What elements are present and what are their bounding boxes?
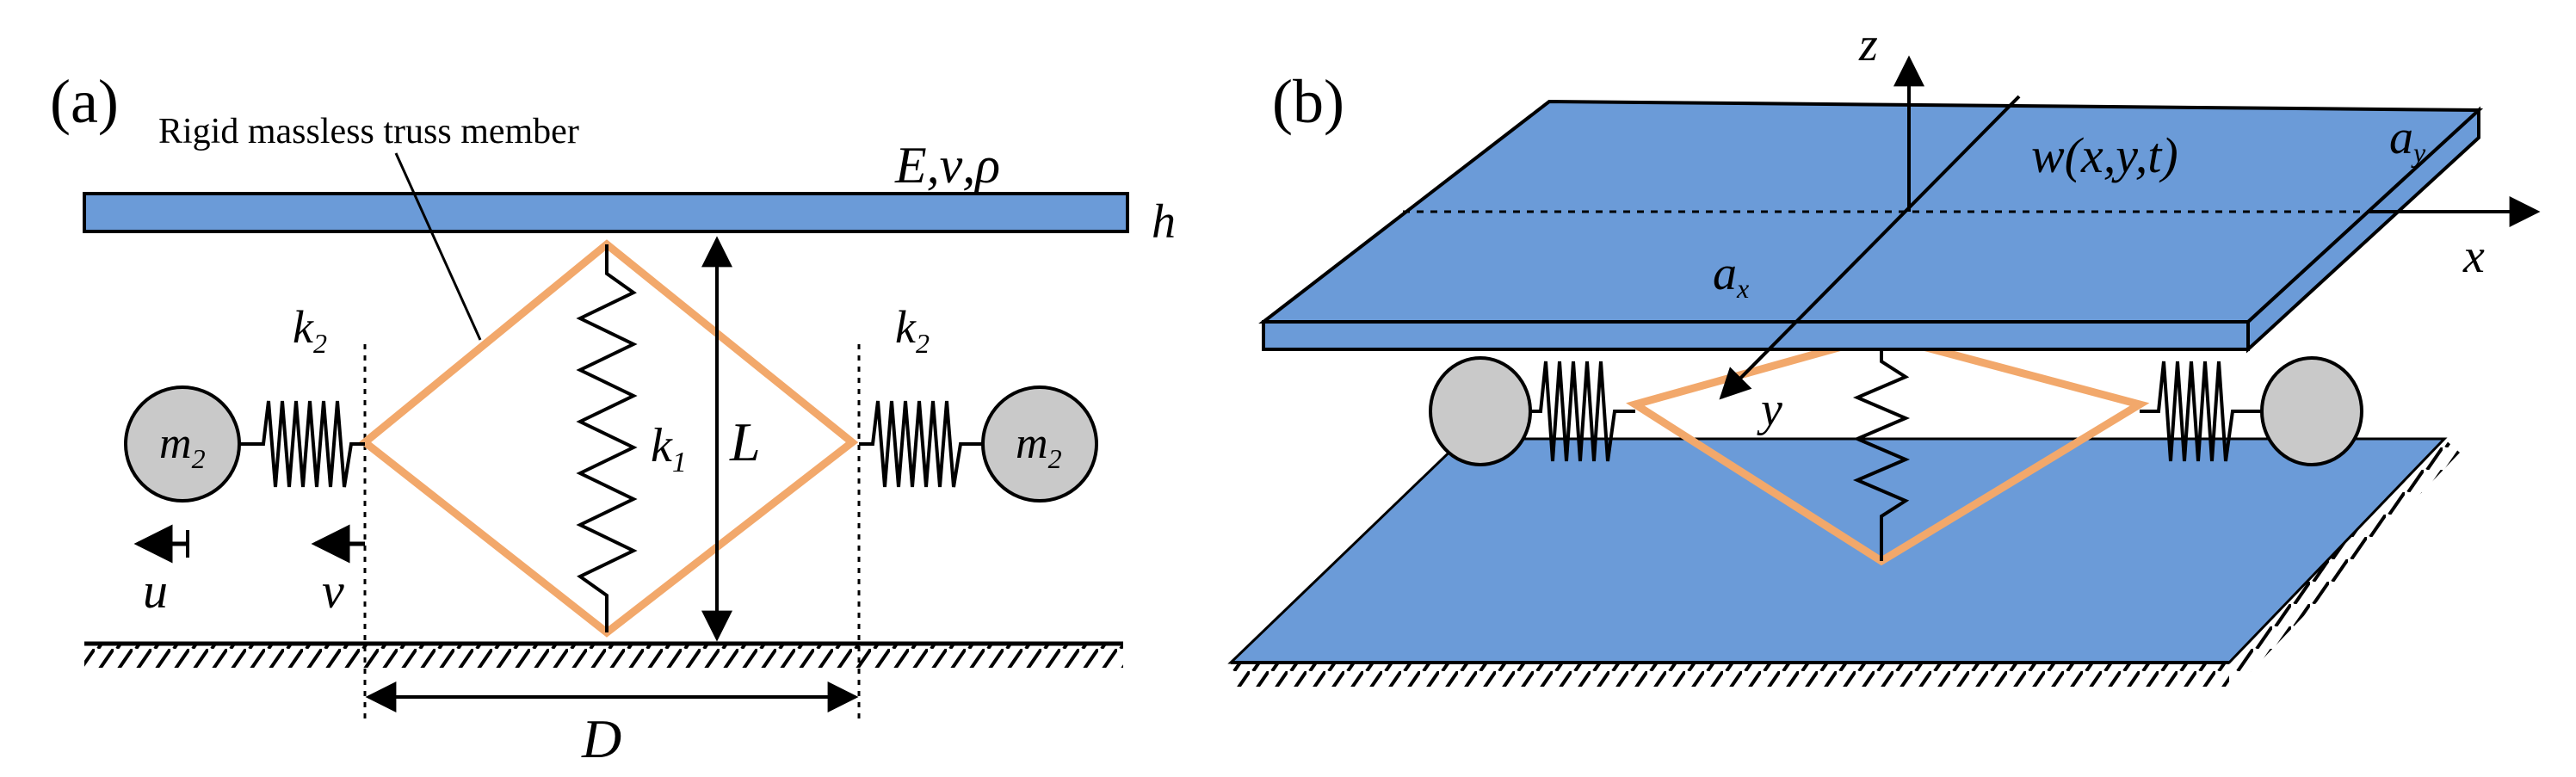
k1-label: k1 (651, 419, 687, 478)
axis-z-label: z (1858, 18, 1878, 71)
mass-right-b (2260, 356, 2363, 466)
disp-v-label: v (322, 563, 344, 619)
spacing-label: D (581, 708, 621, 769)
mass-left-b (1429, 356, 1532, 466)
mass-right-label: m2 (1016, 419, 1062, 474)
deflection-label: w(x,y,t) (2031, 127, 2178, 183)
ground-a (84, 641, 1123, 668)
length-y-label: ay (2389, 111, 2426, 168)
height-label: L (729, 411, 761, 472)
mass-left-label: m2 (159, 419, 206, 474)
truss-leader-line (394, 152, 482, 341)
spring-left-b (1530, 361, 1635, 462)
disp-u-label: u (143, 563, 168, 619)
k2-left-label: k2 (293, 301, 327, 359)
axis-y-label: y (1757, 383, 1782, 436)
panel-a-tag: (a) (50, 67, 119, 136)
truss-diamond-a (358, 239, 859, 638)
length-x-label: ax (1713, 247, 1749, 304)
k2-right-label: k2 (895, 301, 930, 359)
spring-k2-left (239, 400, 365, 488)
panel-b-tag: (b) (1272, 67, 1344, 136)
spring-center-b (1852, 336, 1911, 561)
plate-a (83, 192, 1129, 233)
truss-note: Rigid massless truss member (158, 112, 579, 151)
truss-diamond-b (1626, 331, 2150, 566)
thickness-label: h (1152, 195, 1176, 249)
axis-y (1719, 95, 2021, 400)
top-plate (1258, 99, 2484, 354)
material-props-label: E,ν,ρ (894, 137, 1000, 194)
spring-k2-right (859, 400, 983, 488)
panel-b: (b) z x y w(x (1227, 18, 2541, 687)
spring-right-b (2140, 361, 2262, 462)
spring-k1 (576, 244, 638, 632)
ground-b (1231, 439, 2460, 687)
panel-a: (a) E,ν,ρ h Rigid massless truss member … (50, 67, 1176, 769)
axis-x-label: x (2462, 230, 2485, 283)
